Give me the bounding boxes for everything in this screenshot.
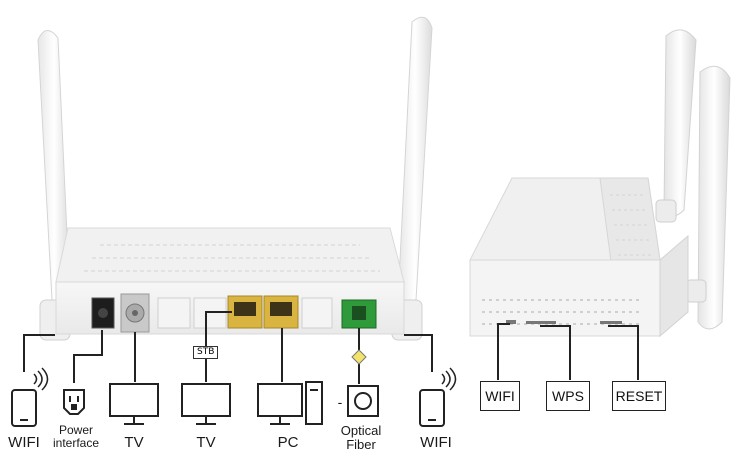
wifi-signal-icon-left [33,367,49,391]
wifi-right-label: WIFI [420,434,452,451]
tv-icon-1 [109,383,159,425]
wifi-signal-icon-right [441,367,457,391]
tv-label-2: TV [196,434,216,451]
side-router-body [469,177,689,338]
stb-tag: STB [193,346,219,359]
wifi-left-label: WIFI [8,434,40,451]
phone-icon-right [419,389,445,427]
reset-button-slot [600,321,622,324]
tv-label-1: TV [124,434,144,451]
reset-button-label: RESET [612,381,666,411]
lan-port-1 [227,295,263,329]
wps-button-label: WPS [546,381,590,411]
lan-port-2 [263,295,299,329]
wps-button-slot [526,321,556,324]
power-interface-label: Power interface [52,423,100,450]
pon-port [341,299,377,329]
tv-icon-2 [181,383,231,425]
power-outlet-icon [63,389,85,415]
pc-label: PC [277,434,299,451]
optical-fiber-icon [347,385,379,417]
router-back-illustration [11,16,457,427]
fiber-connector-diamond [351,349,367,365]
router-side-illustration [469,29,731,380]
wifi-button-slot [506,320,516,324]
connection-lines [23,311,433,384]
side-connection-lines [497,323,639,380]
dash-separator: - [337,394,343,410]
optical-fiber-label: Optical Fiber [340,423,382,452]
coax-port [120,293,150,333]
pc-icon [257,381,323,425]
side-antenna-front [685,65,731,330]
phone-icon-left [11,389,37,427]
side-antenna-back [655,29,697,223]
wifi-button-label: WIFI [480,381,520,411]
